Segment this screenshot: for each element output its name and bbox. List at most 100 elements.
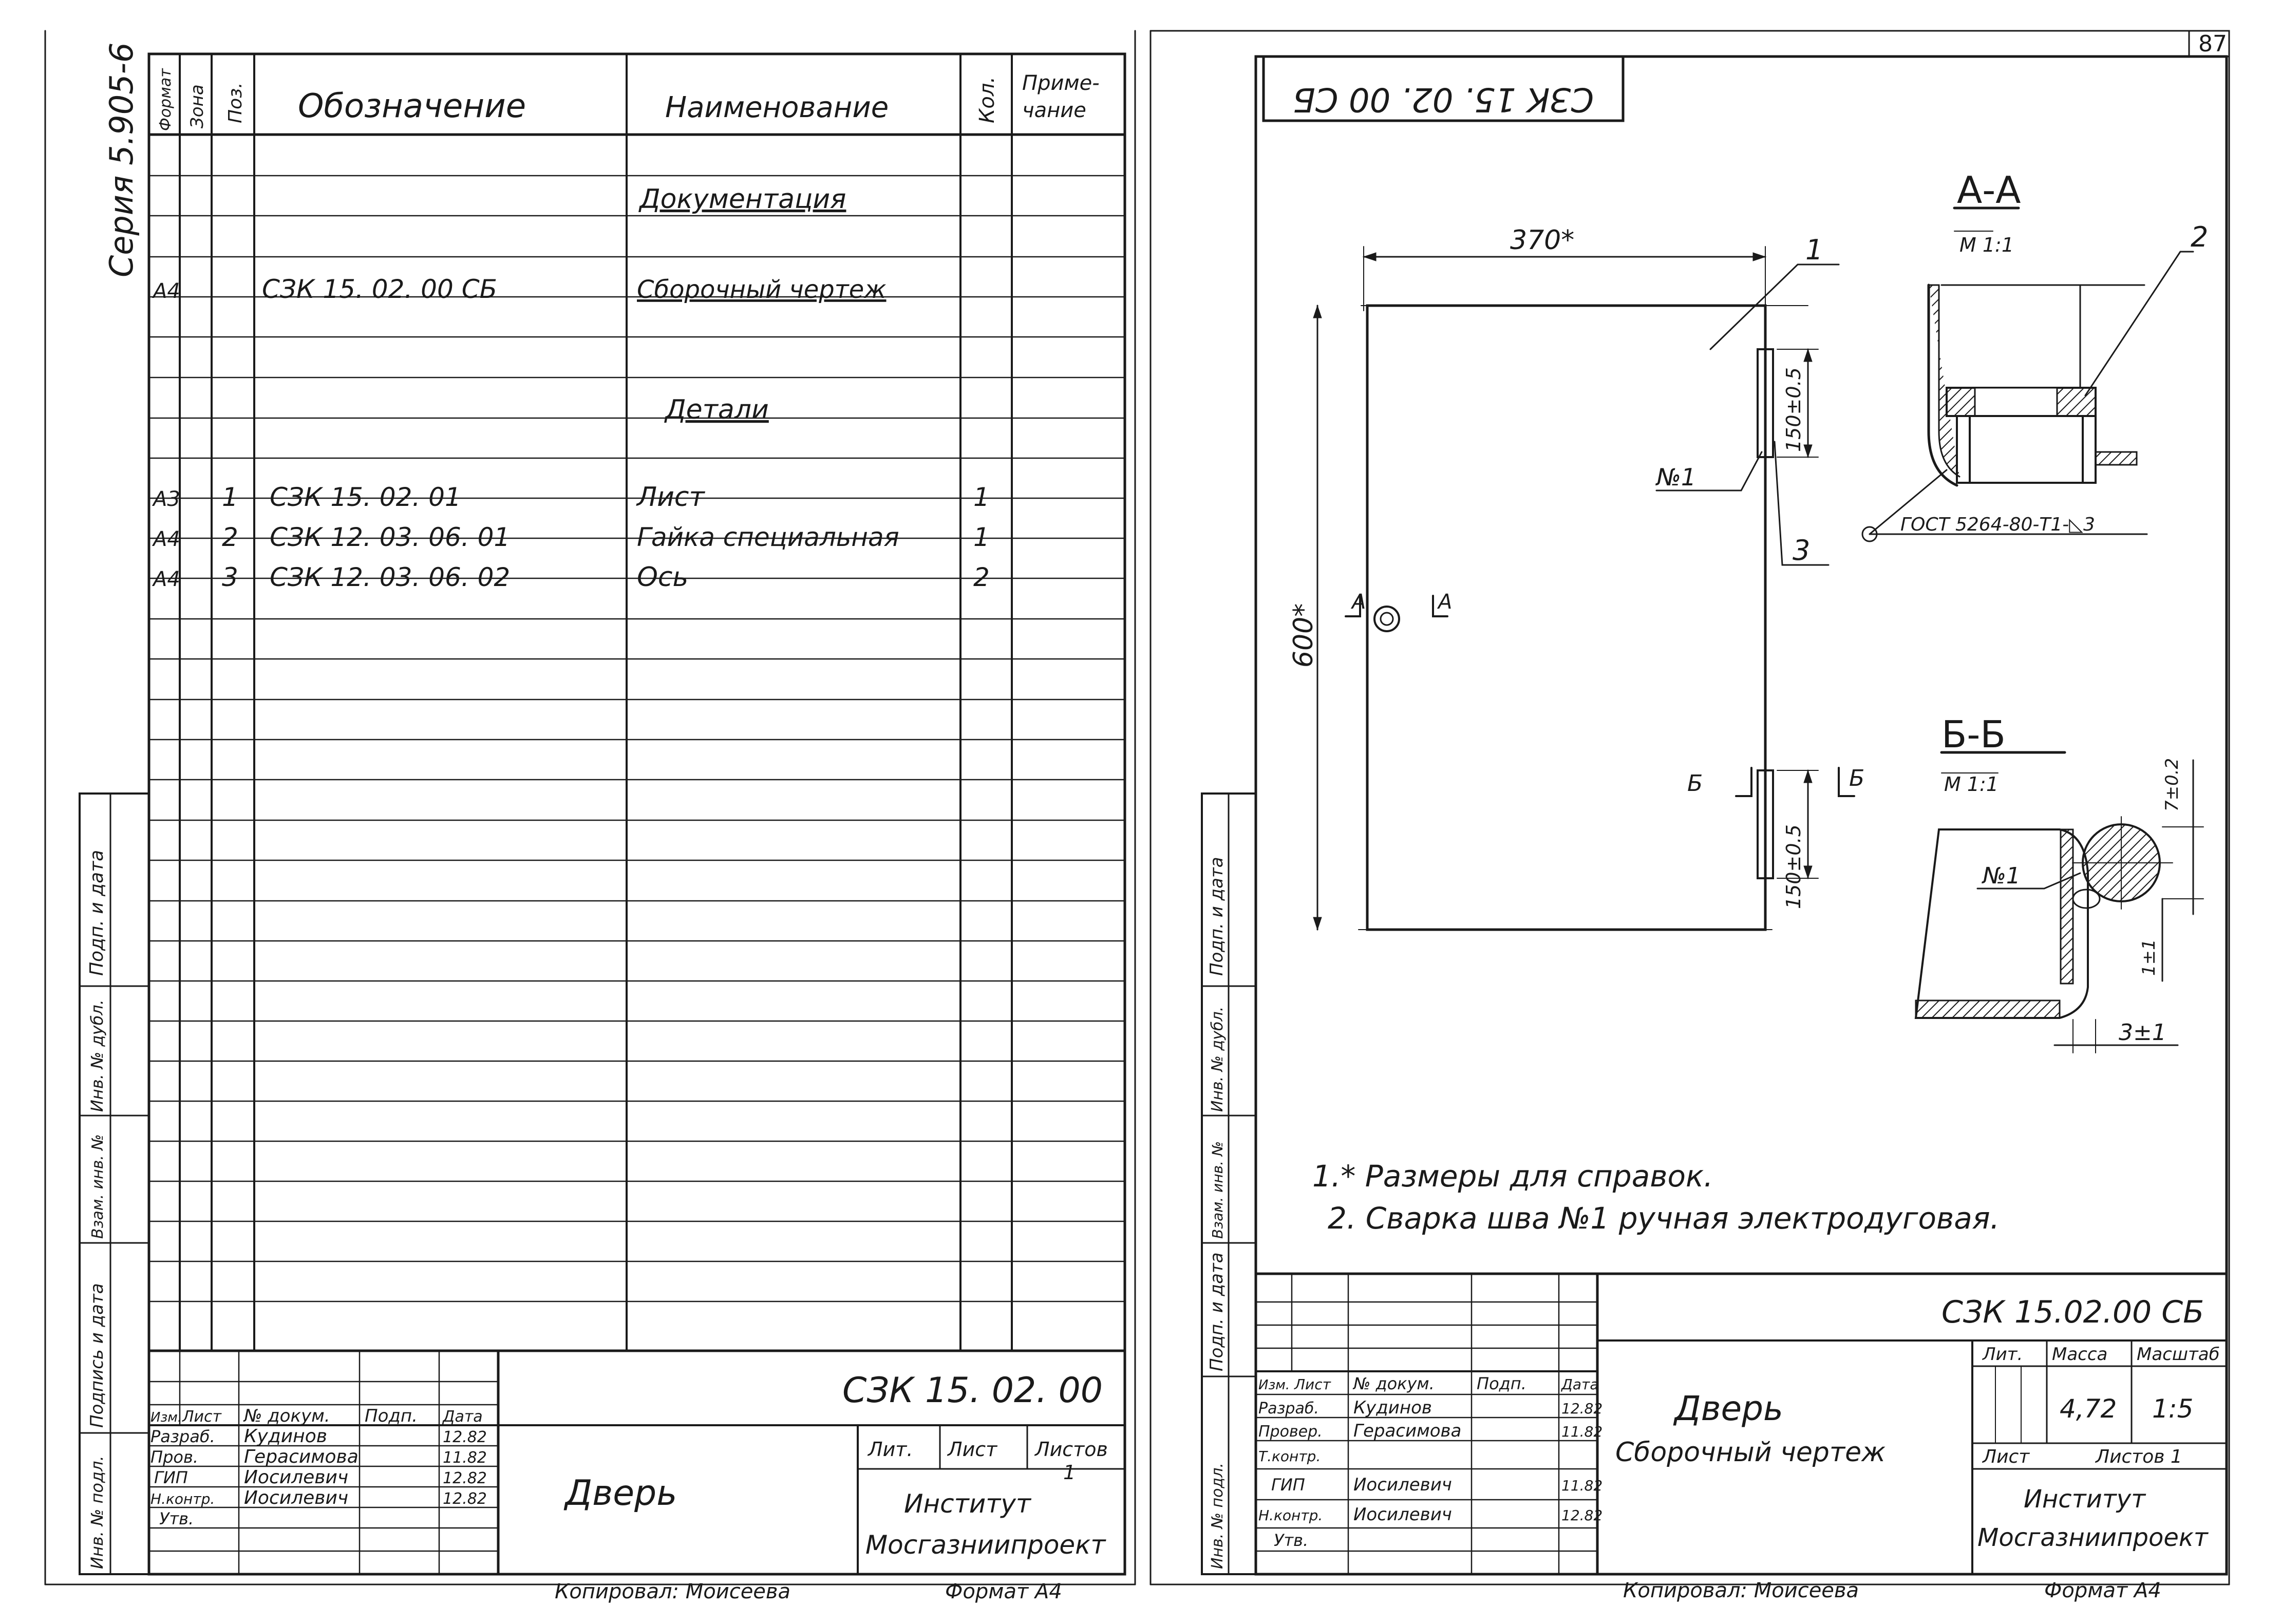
doc-row-name: Сборочный чертеж	[637, 275, 887, 304]
r-side-label-3: Взам. инв. №	[1209, 1141, 1226, 1239]
doc-row-format: А4	[152, 279, 180, 303]
section-aa-title: А-А	[1957, 168, 2021, 212]
dim-d3: 3±1	[2119, 1019, 2166, 1046]
leader-weld-bb: №1	[1981, 863, 2021, 889]
left-tb-h-doc: № докум.	[243, 1406, 330, 1426]
right-tb-name-1: Кудинов	[1353, 1398, 1432, 1418]
right-tb-org-1: Институт	[2024, 1485, 2146, 1514]
left-text: Серия 5.905-6 Формат Зона Поз. Обозначен…	[86, 43, 1108, 1603]
side-label-3: Взам. инв. №	[89, 1134, 107, 1239]
right-format: Формат А4	[2044, 1579, 2161, 1602]
right-tb-scale: Масштаб	[2137, 1344, 2220, 1365]
door-view	[1313, 246, 1855, 931]
dim-d2: 1±1	[2139, 939, 2159, 976]
left-tb-name-2: Герасимова	[244, 1446, 359, 1467]
left-tb-sheets: Листов	[1034, 1438, 1108, 1461]
side-label-5: Инв. № подл.	[87, 1456, 107, 1569]
header-qty: Кол.	[975, 77, 999, 123]
part-2-qty: 1	[973, 522, 990, 552]
left-copied: Копировал: Моисеева	[555, 1580, 790, 1603]
left-tb-h-list: Лист	[182, 1408, 222, 1426]
left-tb-name-1: Кудинов	[244, 1426, 327, 1447]
section-bb-scale: М 1:1	[1944, 773, 1999, 796]
cut-a-left: А	[1350, 590, 1366, 614]
part-2-format: А4	[152, 527, 180, 551]
right-tb-role-1: Разраб.	[1258, 1400, 1319, 1418]
right-tb-role-5: Н.контр.	[1258, 1507, 1323, 1524]
note-2: 2. Сварка шва №1 ручная электродуговая.	[1328, 1201, 2000, 1236]
part-2-designation: СЗК 12. 03. 06. 01	[270, 522, 510, 552]
part-1-format: А3	[152, 487, 180, 511]
weld-spec: ГОСТ 5264-80-Т1-◺3	[1900, 514, 2095, 535]
right-tb-name-5: Иосилевич	[1353, 1504, 1452, 1525]
right-tb-role-3: Т.контр.	[1258, 1448, 1321, 1465]
part-3-format: А4	[152, 568, 180, 591]
part-1-designation: СЗК 15. 02. 01	[270, 482, 461, 512]
part-1-name: Лист	[636, 482, 705, 513]
part-2-name: Гайка специальная	[637, 522, 899, 552]
right-title-block-lines	[1254, 1272, 2228, 1576]
spec-row-lines	[148, 175, 1126, 1352]
dim-width: 370*	[1510, 225, 1574, 256]
header-pos: Поз.	[225, 82, 246, 123]
left-tb-date-2: 11.82	[443, 1449, 487, 1467]
section-bb-title: Б-Б	[1941, 713, 2006, 756]
left-sheet	[44, 30, 1136, 1585]
right-tb-date-2: 11.82	[1561, 1423, 1603, 1440]
right-tb-mass: Масса	[2052, 1344, 2107, 1365]
right-sheet	[1149, 30, 2230, 1585]
header-note-1: Приме-	[1022, 71, 1100, 95]
side-label-2: Инв. № дубл.	[87, 999, 107, 1112]
right-tb-h-doc: № докум.	[1352, 1374, 1435, 1393]
right-tb-sheets: Листов 1	[2095, 1446, 2182, 1467]
right-tb-date-4: 11.82	[1561, 1477, 1603, 1494]
left-tb-role-2: Пров.	[150, 1447, 198, 1467]
page-number: 87	[2198, 31, 2227, 57]
left-tb-org-2: Мосгазниипроект	[865, 1530, 1106, 1560]
note-1: 1.* Размеры для справок.	[1312, 1159, 1713, 1194]
r-side-label-5: Инв. № подл.	[1209, 1463, 1227, 1569]
left-tb-h-izm: Изм.	[150, 1410, 182, 1425]
left-tb-date-4: 12.82	[443, 1490, 487, 1508]
section-aa-scale: М 1:1	[1959, 234, 2014, 256]
part-3-pos: 3	[222, 562, 238, 592]
right-tb-date-5: 12.82	[1561, 1507, 1603, 1524]
left-tb-role-5: Утв.	[159, 1509, 194, 1528]
leader-3: 3	[1793, 534, 1810, 566]
right-tb-date-1: 12.82	[1561, 1400, 1603, 1417]
part-1-pos: 1	[222, 482, 238, 512]
section-bb	[1914, 751, 2204, 1053]
right-tb-h-date: Дата	[1560, 1376, 1599, 1393]
right-tb-sheet: Лист	[1982, 1446, 2030, 1467]
section-aa	[1861, 206, 2194, 542]
left-tb-role-3: ГИП	[154, 1468, 188, 1487]
header-designation: Обозначение	[298, 87, 526, 125]
cut-a-right: А	[1437, 590, 1452, 614]
right-tb-code: СЗК 15.02.00 СБ	[1941, 1294, 2204, 1330]
header-format: Формат	[157, 68, 175, 131]
left-format: Формат А4	[945, 1580, 1062, 1603]
left-tb-h-podp: Подп.	[365, 1406, 418, 1426]
part-1-qty: 1	[973, 482, 990, 512]
inverted-stamp: СЗК 15. 02. 00 СБ	[1293, 80, 1594, 118]
header-note-2: чание	[1022, 99, 1086, 122]
series-label: Серия 5.905-6	[103, 43, 140, 277]
section-parts: Детали	[664, 394, 769, 425]
left-tb-lit: Лит.	[867, 1438, 913, 1461]
section-docs: Документация	[638, 184, 846, 215]
left-tb-date-3: 12.82	[443, 1469, 487, 1487]
left-tb-name-4: Иосилевич	[244, 1487, 348, 1508]
header-zone: Зона	[187, 84, 208, 128]
left-tb-code: СЗК 15. 02. 00	[842, 1370, 1103, 1411]
header-name: Наименование	[665, 91, 889, 124]
side-label-4: Подпись и дата	[87, 1283, 107, 1428]
left-tb-sheets-value: 1	[1063, 1461, 1076, 1484]
r-side-label-4: Подп. и дата	[1207, 1252, 1227, 1371]
dim-height: 600*	[1288, 603, 1319, 668]
right-tb-role-4: ГИП	[1271, 1475, 1305, 1495]
cut-b-left: Б	[1687, 770, 1703, 797]
part-3-designation: СЗК 12. 03. 06. 02	[270, 562, 510, 592]
r-side-label-1: Подп. и дата	[1207, 857, 1227, 976]
right-tb-h-izm: Изм.	[1258, 1377, 1290, 1393]
